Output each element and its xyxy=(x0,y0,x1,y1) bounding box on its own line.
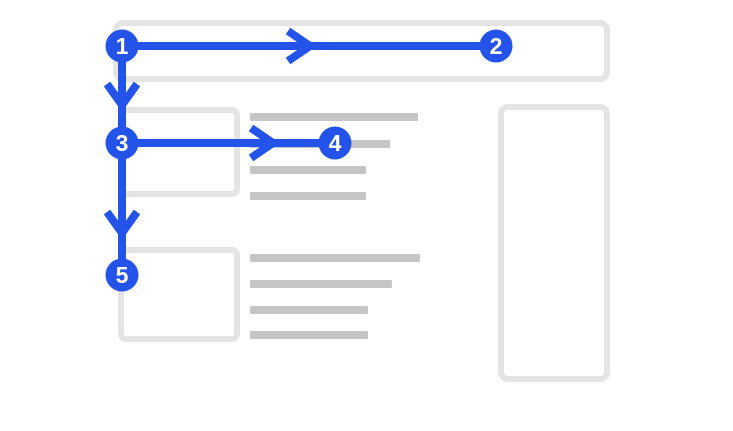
step-marker-4: 4 xyxy=(318,126,352,160)
header-placeholder xyxy=(113,20,610,82)
step-circle xyxy=(105,29,139,63)
text-line-placeholder xyxy=(250,331,368,339)
text-line-placeholder xyxy=(250,166,366,174)
text-line-placeholder xyxy=(250,254,420,262)
step-number: 5 xyxy=(116,262,129,288)
text-line-placeholder xyxy=(250,306,368,314)
arrow-down-icon xyxy=(103,81,141,112)
step-number: 4 xyxy=(329,130,342,156)
step-circle xyxy=(479,29,513,63)
step-marker-1: 1 xyxy=(105,29,139,63)
image-placeholder-bottom xyxy=(118,247,240,342)
step-number: 3 xyxy=(116,130,129,156)
step-circle xyxy=(318,126,352,160)
step-marker-3: 3 xyxy=(105,126,139,160)
sidebar-placeholder xyxy=(498,104,610,382)
step-marker-5: 5 xyxy=(105,258,139,292)
text-line-placeholder xyxy=(250,192,366,200)
step-number: 2 xyxy=(490,33,503,59)
step-number: 1 xyxy=(116,33,129,59)
arrow-right-icon xyxy=(248,124,281,162)
step-circle xyxy=(105,126,139,160)
arrow-down-icon xyxy=(103,209,141,240)
arrow-right-icon xyxy=(285,27,318,65)
step-marker-2: 2 xyxy=(479,29,513,63)
step-circle xyxy=(105,258,139,292)
text-line-placeholder xyxy=(250,280,392,288)
text-line-placeholder xyxy=(250,113,418,121)
